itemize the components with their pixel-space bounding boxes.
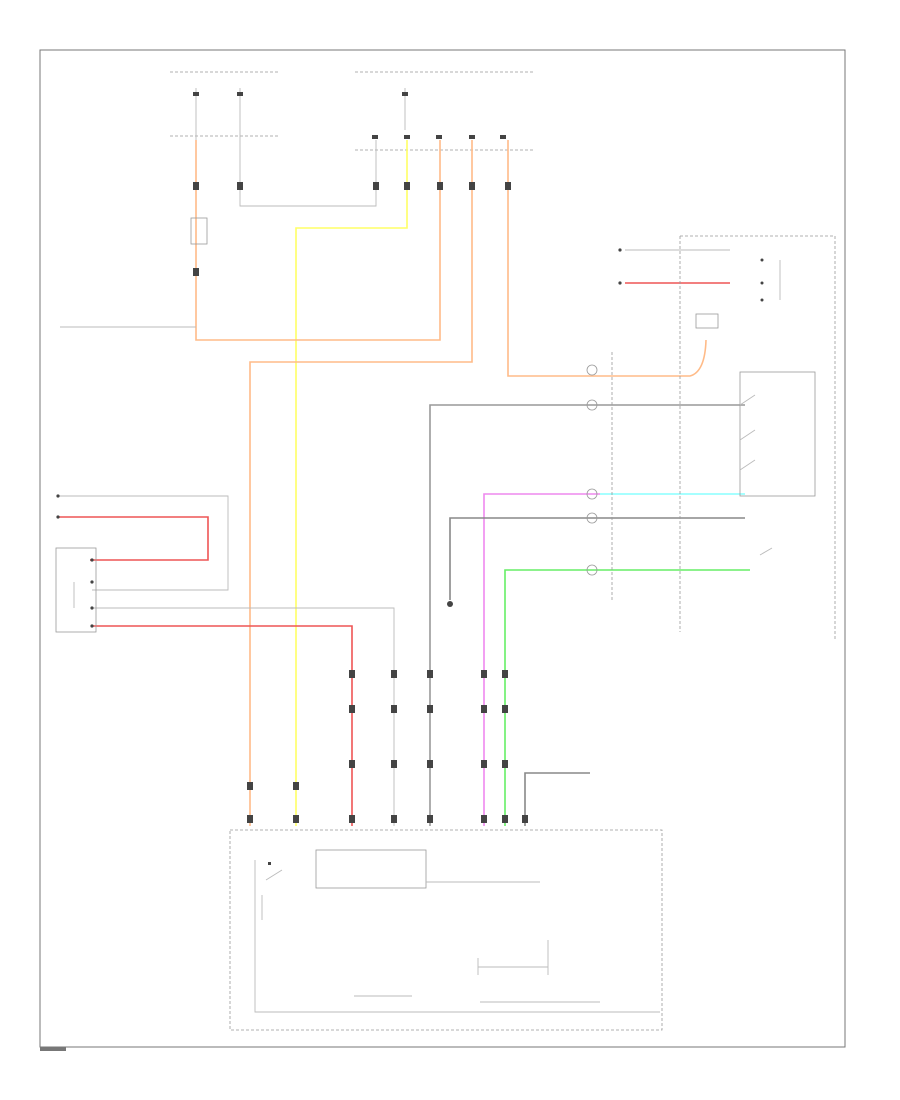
inline-connectors	[193, 182, 528, 823]
ground-symbol	[447, 601, 453, 607]
connector-tag	[695, 313, 719, 329]
fuse-connector-pins	[372, 135, 506, 139]
wires	[58, 140, 750, 826]
fuse-box-left	[170, 71, 280, 140]
left-switch-cluster	[55, 494, 97, 633]
diagram-frame	[39, 49, 846, 1048]
fuse-box-center	[355, 71, 535, 151]
wire-red-left	[58, 516, 209, 561]
wire-orange-right	[507, 140, 707, 377]
wire-green	[504, 569, 750, 826]
diagram-code-mark	[40, 1047, 66, 1051]
wire-white-1	[239, 140, 377, 207]
wire-grey-1	[449, 517, 745, 600]
wire-orange-mid	[249, 140, 473, 826]
wire-white-3	[58, 495, 229, 591]
wire-grey-2	[429, 404, 745, 826]
wire-grey-3	[524, 772, 590, 826]
left-resistor-component	[190, 217, 208, 245]
wire-orange-left	[195, 140, 441, 341]
wire-white-4	[92, 607, 395, 826]
wire-pink	[483, 493, 600, 826]
wire-red-lower	[92, 625, 353, 826]
right-switch-assembly	[618, 235, 836, 640]
junction-connector-column	[586, 352, 613, 600]
control-module	[229, 829, 663, 1031]
